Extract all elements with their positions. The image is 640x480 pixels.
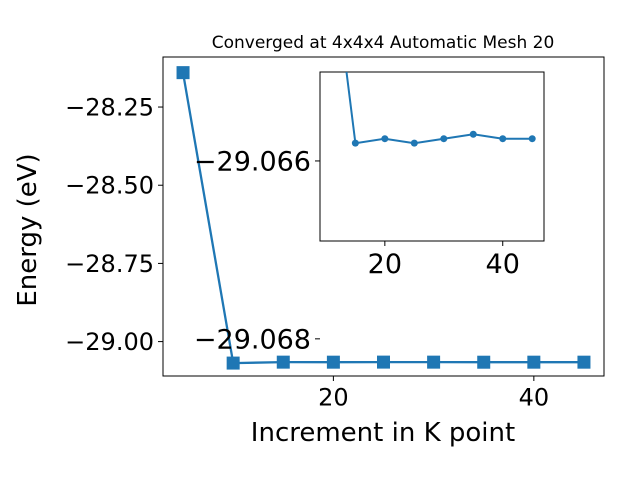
inset-frame [319,71,545,242]
main-y-tick-label: −28.25 [65,93,154,121]
main-x-tick-label: 20 [318,383,349,411]
main-data-point [276,355,290,369]
main-data-point [176,66,190,80]
inset-data-point [410,139,418,147]
inset-data-point [381,135,389,143]
inset-data-point [469,130,477,138]
inset-background [320,72,544,241]
inset-data-point [499,135,507,143]
inset-data-point [351,139,359,147]
main-y-tick-label: −28.75 [65,250,154,278]
main-plot: 20 40 −29.00 −28.75 −28.50 −28.25 [65,56,605,411]
main-data-point [577,355,591,369]
main-data-point [527,355,541,369]
y-axis-label: Energy (eV) [13,153,43,306]
main-y-tick-label: −29.00 [65,328,154,356]
main-data-point [427,355,441,369]
inset-x-tick-label: 20 [368,249,402,280]
inset-series-line [345,71,533,145]
main-data-point [477,355,491,369]
inset-y-tick-label: −29.066 [194,146,311,177]
main-data-point [377,355,390,369]
main-data-point [226,356,240,370]
inset-data-point [440,135,448,143]
main-frame [162,56,605,377]
x-axis-label: Increment in K point [251,418,515,448]
inset-y-tick-label: −29.068 [194,324,311,355]
main-data-point [326,355,340,369]
inset-data-point [528,135,536,143]
main-y-tick-label: −28.50 [65,172,154,200]
inset-plot: 20 40 −29.068 −29.066 [194,71,545,355]
inset-x-tick-label: 40 [486,249,520,280]
chart-title: Converged at 4x4x4 Automatic Mesh 20 [212,33,555,53]
main-x-tick-label: 40 [519,383,550,411]
